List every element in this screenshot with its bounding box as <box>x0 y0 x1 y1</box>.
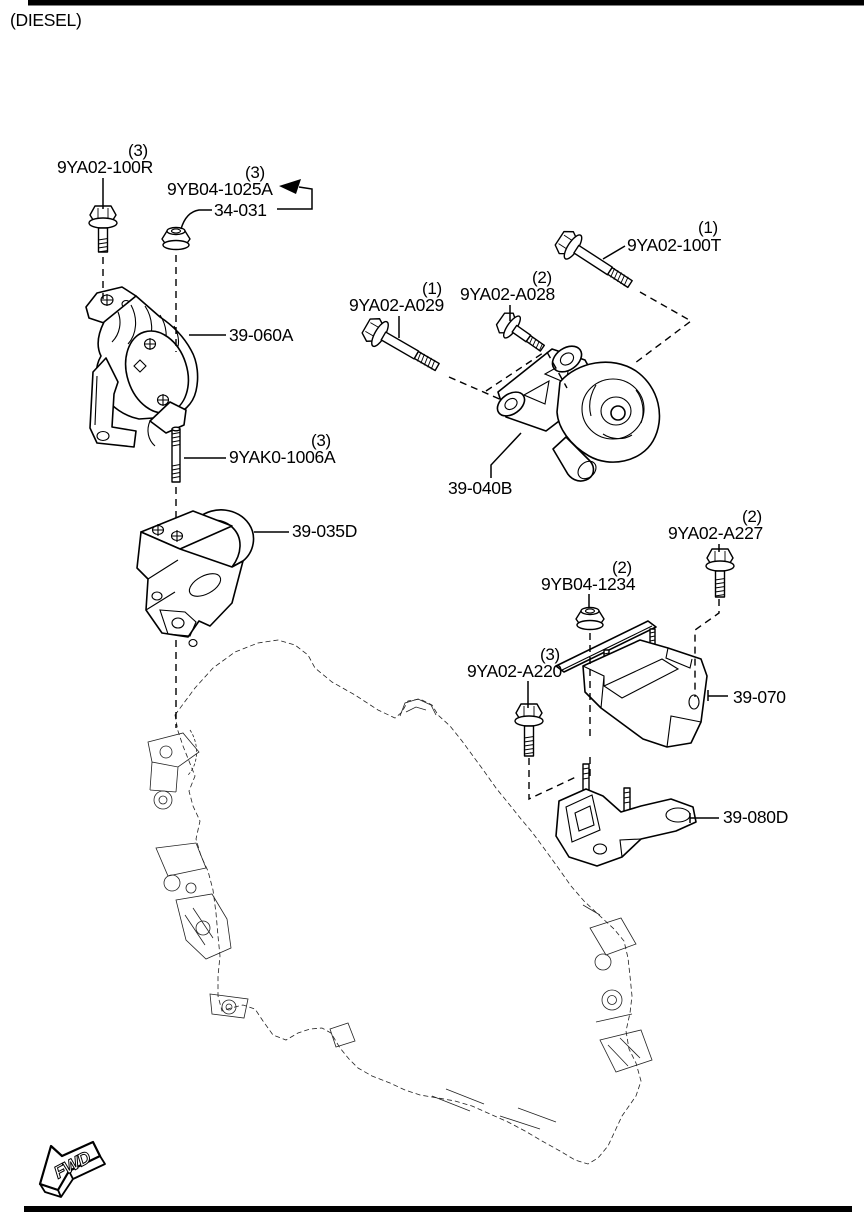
label-9ya02-a029: 9YA02-A029 <box>349 295 444 315</box>
qty-9ya02-a029: (1) <box>422 279 442 298</box>
bolt-9ya02-a028-icon <box>495 312 546 352</box>
arrowhead-9yb04-1025a <box>279 179 301 194</box>
callout-leader-lines <box>102 178 728 823</box>
part-39-070-drawing <box>555 620 708 748</box>
label-9ya02-a028: 9YA02-A028 <box>460 284 555 304</box>
label-9ya02-100r: 9YA02-100R <box>57 157 153 177</box>
label-9yb04-1234: 9YB04-1234 <box>541 574 636 594</box>
bolt-9ya02-100r-icon <box>88 205 118 253</box>
label-39-080d: 39-080D <box>723 807 788 827</box>
label-39-035d: 39-035D <box>292 521 357 541</box>
qty-9ya02-a028: (2) <box>532 268 552 287</box>
label-9yak0-1006a: 9YAK0-1006A <box>229 447 336 467</box>
part-39-035d-drawing <box>136 509 255 648</box>
fwd-arrow: FWD <box>38 1140 106 1198</box>
part-39-080d-drawing <box>555 763 697 867</box>
top-border-rule <box>28 0 864 6</box>
variant-label: (DIESEL) <box>10 10 82 30</box>
label-39-040b: 39-040B <box>448 478 512 498</box>
label-9ya02-a227: 9YA02-A227 <box>668 523 763 543</box>
part-39-040b-drawing <box>496 345 661 482</box>
qty-9ya02-100r: (3) <box>128 141 148 160</box>
qty-9yb04-1234: (2) <box>612 558 632 577</box>
label-9yb04-1025a: 9YB04-1025A <box>167 179 273 199</box>
label-39-060a: 39-060A <box>229 325 294 345</box>
bolt-9ya02-a227-icon <box>705 548 735 598</box>
bolt-9ya02-a029-icon <box>361 318 440 372</box>
assembly-dashed-lines <box>102 255 720 801</box>
bolt-9ya02-100t-icon <box>554 230 633 289</box>
label-39-070: 39-070 <box>733 687 786 707</box>
nut-34-031-icon <box>161 226 191 251</box>
qty-9ya02-a220: (3) <box>540 645 560 664</box>
label-9ya02-a220: 9YA02-A220 <box>467 661 563 681</box>
qty-9ya02-100t: (1) <box>698 218 718 237</box>
part-39-060a-drawing <box>85 286 199 448</box>
label-34-031: 34-031 <box>214 200 267 220</box>
qty-9ya02-a227: (2) <box>742 507 762 526</box>
label-9ya02-100t: 9YA02-100T <box>627 235 722 255</box>
nut-9yb04-1234-icon <box>575 606 605 631</box>
bolt-9ya02-a220-icon <box>514 703 544 757</box>
bottom-border-rule <box>24 1206 852 1212</box>
engine-outline-sketch <box>147 639 653 1165</box>
qty-9yak0-1006a: (3) <box>311 431 331 450</box>
qty-9yb04-1025a: (3) <box>245 163 265 182</box>
stud-9yak0-1006a-icon <box>171 426 181 483</box>
